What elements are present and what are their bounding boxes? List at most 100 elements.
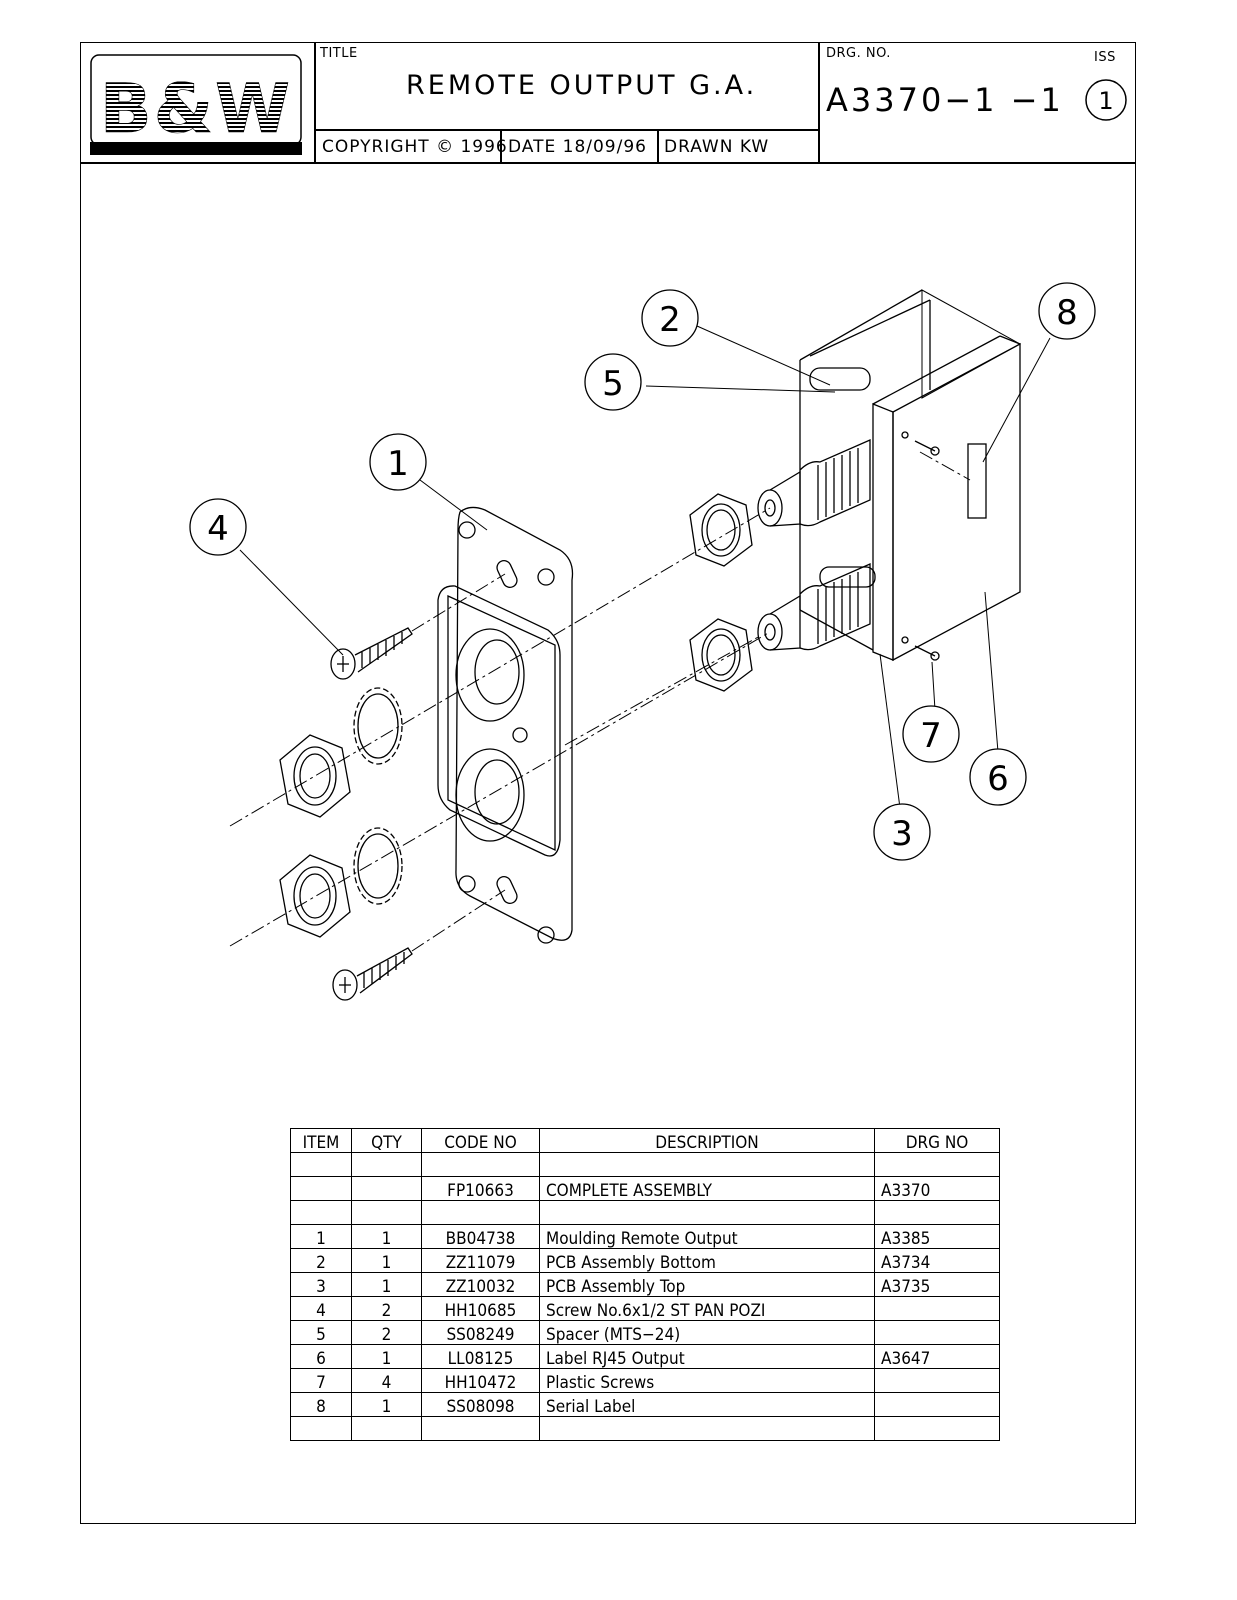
bom-cell-item <box>290 1200 352 1225</box>
spacer-part <box>809 367 876 588</box>
bom-cell-qty: 1 <box>351 1248 422 1273</box>
bom-cell-drg-no <box>874 1200 1000 1225</box>
assembly-centre-lines <box>229 451 971 952</box>
bom-cell-description: PCB Assembly Bottom <box>539 1248 875 1273</box>
drawn-text: DRAWN KW <box>664 137 770 157</box>
bom-cell-description: Label RJ45 Output <box>539 1344 875 1369</box>
bom-header-item: ITEM <box>290 1128 352 1153</box>
bom-cell-code: HH10685 <box>421 1296 540 1321</box>
bom-cell-drg-no: A3647 <box>874 1344 1000 1369</box>
bom-cell-item <box>290 1416 352 1441</box>
connector-bottom <box>757 563 871 651</box>
bom-cell-code: HH10472 <box>421 1368 540 1393</box>
bom-cell-item: 4 <box>290 1296 352 1321</box>
bom-cell-description: Serial Label <box>539 1392 875 1417</box>
drawing-title: REMOTE OUTPUT G.A. <box>406 70 758 101</box>
balloon-8: 8 <box>1038 282 1096 340</box>
bom-cell-item: 2 <box>290 1248 352 1273</box>
bom-cell-description: PCB Assembly Top <box>539 1272 875 1297</box>
table-row <box>290 1416 1000 1441</box>
table-row <box>290 1200 1000 1225</box>
title-block-divider-drg <box>818 42 820 162</box>
leader-lines <box>239 325 1051 809</box>
bom-cell-item <box>290 1152 352 1177</box>
bom-cell-item: 5 <box>290 1320 352 1345</box>
balloon-3: 3 <box>873 803 931 861</box>
bom-cell-code: ZZ10032 <box>421 1272 540 1297</box>
bom-header-row: ITEM QTY CODE NO DESCRIPTION DRG NO <box>290 1128 1000 1153</box>
date-text: DATE 18/09/96 <box>508 137 647 157</box>
bom-cell-item: 8 <box>290 1392 352 1417</box>
bom-cell-code: FP10663 <box>421 1176 540 1201</box>
bom-cell-qty <box>351 1200 422 1225</box>
bom-cell-qty <box>351 1152 422 1177</box>
bom-cell-description: Screw No.6x1/2 ST PAN POZI <box>539 1296 875 1321</box>
title-block-divider-logo <box>314 42 316 162</box>
bom-cell-code <box>421 1416 540 1441</box>
bom-cell-qty <box>351 1416 422 1441</box>
svg-text:3: 3 <box>891 814 913 854</box>
bill-of-materials-table: ITEM QTY CODE NO DESCRIPTION DRG NO FP10… <box>290 1128 1000 1441</box>
copyright-text: COPYRIGHT © 1996 <box>322 137 508 157</box>
bom-cell-qty: 1 <box>351 1392 422 1417</box>
svg-text:7: 7 <box>920 716 942 756</box>
iss-caption: ISS <box>1094 50 1116 65</box>
bom-cell-qty: 2 <box>351 1296 422 1321</box>
bom-cell-qty: 2 <box>351 1320 422 1345</box>
drawing-number: A3370−1 −1 <box>826 81 1064 119</box>
bom-header-qty: QTY <box>351 1128 422 1153</box>
bom-cell-item: 6 <box>290 1344 352 1369</box>
hex-nut-left-top <box>279 734 351 818</box>
bom-cell-drg-no <box>874 1368 1000 1393</box>
star-washer-top <box>353 687 403 765</box>
balloon-7: 7 <box>902 705 960 763</box>
bom-cell-item: 7 <box>290 1368 352 1393</box>
balloon-1: 1 <box>369 433 427 491</box>
bom-cell-qty <box>351 1176 422 1201</box>
screw-bottom <box>332 947 413 1001</box>
moulding-plate-part <box>437 506 574 944</box>
table-row <box>290 1152 1000 1177</box>
bom-header-description: DESCRIPTION <box>539 1128 875 1153</box>
bom-cell-code: BB04738 <box>421 1224 540 1249</box>
bom-cell-drg-no <box>874 1392 1000 1417</box>
balloon-2: 2 <box>641 289 699 347</box>
bom-cell-description: Plastic Screws <box>539 1368 875 1393</box>
issue-circle: 1 <box>1085 79 1127 121</box>
bom-cell-description <box>539 1200 875 1225</box>
bom-header-drg-no: DRG NO <box>874 1128 1000 1153</box>
svg-text:4: 4 <box>207 509 229 549</box>
bom-cell-drg-no <box>874 1416 1000 1441</box>
bom-cell-drg-no: A3735 <box>874 1272 1000 1297</box>
bom-cell-code: SS08098 <box>421 1392 540 1417</box>
balloon-4: 4 <box>189 498 247 556</box>
drg-no-caption: DRG. NO. <box>826 46 891 61</box>
svg-text:5: 5 <box>602 364 624 404</box>
title-block-bottom-rule <box>80 162 1136 164</box>
bom-cell-drg-no: A3734 <box>874 1248 1000 1273</box>
bom-cell-item <box>290 1176 352 1201</box>
bom-cell-item: 3 <box>290 1272 352 1297</box>
svg-text:6: 6 <box>987 759 1009 799</box>
balloon-5: 5 <box>584 353 642 411</box>
bom-cell-qty: 1 <box>351 1272 422 1297</box>
bom-cell-qty: 4 <box>351 1368 422 1393</box>
issue-number: 1 <box>1098 87 1113 115</box>
bom-cell-code: SS08249 <box>421 1320 540 1345</box>
title-block-info-divider-1 <box>500 129 502 162</box>
svg-text:8: 8 <box>1056 293 1078 333</box>
bom-cell-drg-no: A3370 <box>874 1176 1000 1201</box>
bom-cell-description <box>539 1416 875 1441</box>
bom-cell-drg-no <box>874 1296 1000 1321</box>
bw-logo: B&W <box>90 54 302 155</box>
balloon-6: 6 <box>969 748 1027 806</box>
title-block-info-rule <box>314 129 818 131</box>
bom-cell-code: ZZ11079 <box>421 1248 540 1273</box>
bom-cell-qty: 1 <box>351 1344 422 1369</box>
